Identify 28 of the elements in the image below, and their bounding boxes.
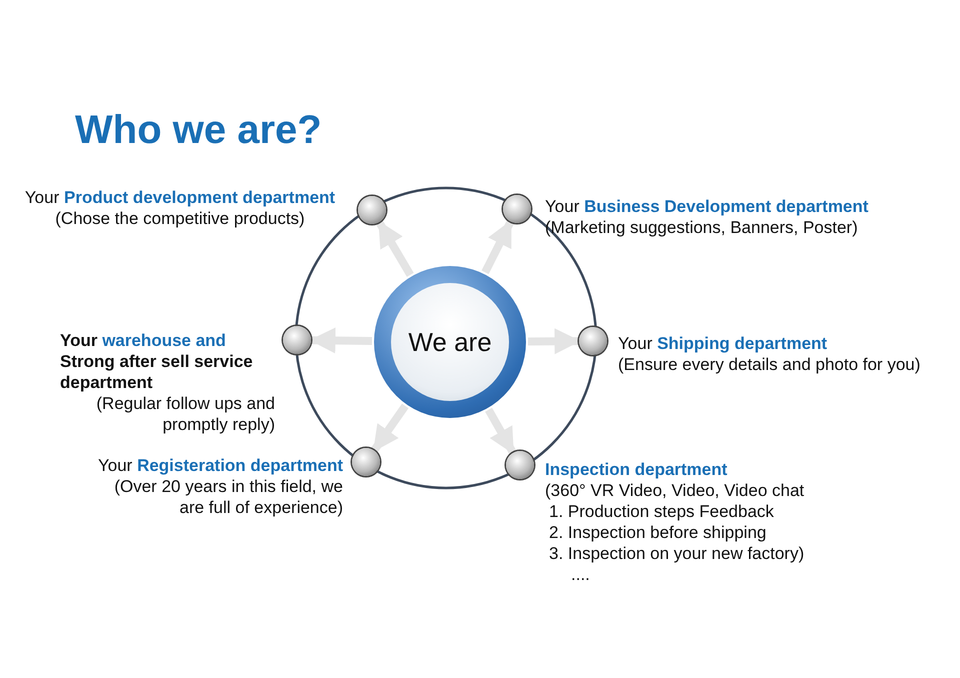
sphere-marker bbox=[352, 448, 380, 476]
sphere-marker bbox=[506, 451, 534, 479]
department-heading: Your warehouse and Strong after sell service department bbox=[60, 330, 254, 393]
sphere-marker bbox=[283, 326, 311, 354]
department-note: 1. Production steps Feedback bbox=[548, 501, 775, 522]
arrow bbox=[482, 220, 514, 274]
arrow bbox=[376, 220, 414, 277]
department-note: .... bbox=[570, 564, 591, 585]
department-note: (Ensure every details and photo for you) bbox=[618, 354, 922, 375]
department-heading: Your Business Development department bbox=[545, 196, 870, 217]
department-note: (Chose the competitive products) bbox=[54, 208, 306, 229]
sphere-marker bbox=[358, 196, 386, 224]
department-note: 3. Inspection on your new factory) bbox=[548, 543, 806, 564]
hub-label: We are bbox=[408, 326, 492, 358]
department-note: (Over 20 years in this field, we are full of experience) bbox=[113, 476, 343, 518]
department-note: (Marketing suggestions, Banners, Poster) bbox=[545, 217, 859, 238]
arrow bbox=[485, 408, 516, 454]
sphere-marker bbox=[503, 195, 531, 223]
department-heading: Your Registeration department bbox=[96, 455, 343, 476]
department-heading: Inspection department bbox=[545, 459, 728, 480]
department-heading: Your Product development department bbox=[24, 187, 336, 208]
department-note: (360° VR Video, Video, Video chat bbox=[545, 480, 806, 501]
department-heading: Your Shipping department bbox=[618, 333, 828, 354]
department-note: 2. Inspection before shipping bbox=[548, 522, 768, 543]
arrow bbox=[371, 404, 409, 452]
sphere-marker bbox=[579, 327, 607, 355]
department-note: (Regular follow ups and promptly reply) bbox=[95, 393, 275, 435]
page-title: Who we are? bbox=[75, 108, 322, 153]
